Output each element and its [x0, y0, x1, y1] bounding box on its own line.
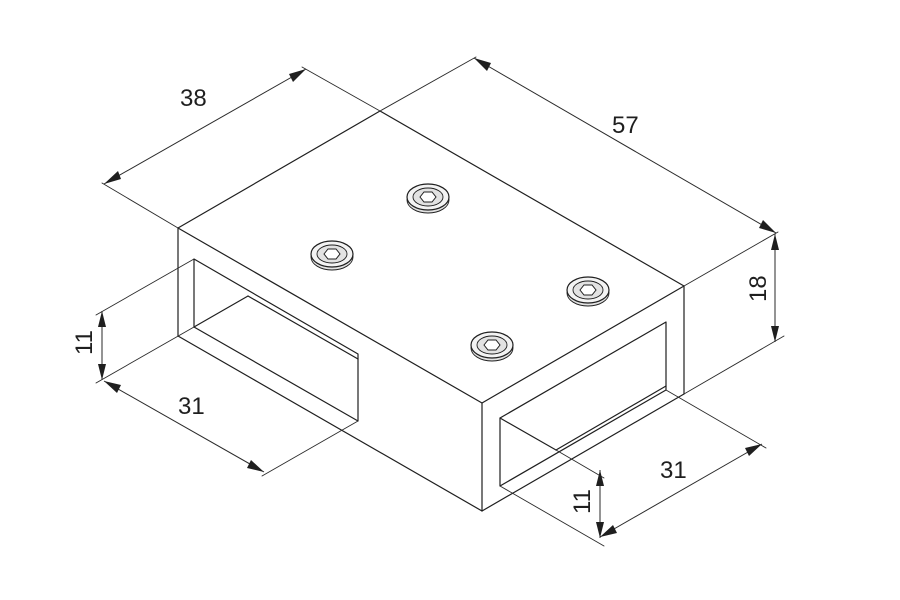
dimension-width: 38: [101, 66, 381, 229]
dimension-right-opening-height-label: 11: [569, 489, 596, 514]
dimension-left-opening-height-label: 11: [71, 330, 98, 355]
block-right-bottom-edge: [481, 393, 685, 512]
right-opening-inner-bottom: [499, 385, 667, 451]
arrowhead: [759, 220, 776, 233]
arrowhead: [104, 381, 121, 393]
dimension-right-opening-width-label: 31: [660, 457, 687, 484]
block-top-face: [177, 110, 685, 404]
arrowhead: [98, 364, 106, 380]
dimension-right-opening-height: 11: [499, 470, 605, 547]
arrowhead: [771, 234, 779, 250]
dimension-length-label: 57: [612, 112, 639, 139]
dimension-height: 18: [683, 234, 785, 395]
arrowhead: [771, 326, 779, 342]
dimension-width-label: 38: [180, 85, 207, 112]
arrowhead: [596, 470, 604, 486]
dimension-left-opening-width-label: 31: [178, 393, 205, 420]
arrowhead: [98, 311, 106, 327]
screws: [310, 183, 610, 362]
arrowhead: [247, 460, 264, 472]
dimension-left-opening-width: 31: [103, 380, 359, 477]
arrowhead: [289, 69, 306, 82]
hex-socket-screw-icon: [566, 276, 610, 307]
dimension-height-label: 18: [745, 275, 772, 302]
block-front-bottom-edge: [177, 335, 483, 512]
arrowhead: [104, 171, 121, 184]
dimension-right-opening-width: 31: [555, 389, 767, 538]
hex-socket-screw-icon: [470, 331, 514, 362]
hex-socket-screw-icon: [406, 183, 450, 214]
connector-block: [177, 110, 685, 512]
arrowhead: [474, 58, 491, 71]
hex-socket-screw-icon: [310, 240, 354, 271]
arrowhead: [600, 525, 617, 537]
dimension-left-opening-height: 11: [71, 258, 195, 384]
arrowhead: [596, 522, 604, 538]
dimension-length: 57: [379, 56, 779, 287]
arrowhead: [745, 444, 762, 456]
